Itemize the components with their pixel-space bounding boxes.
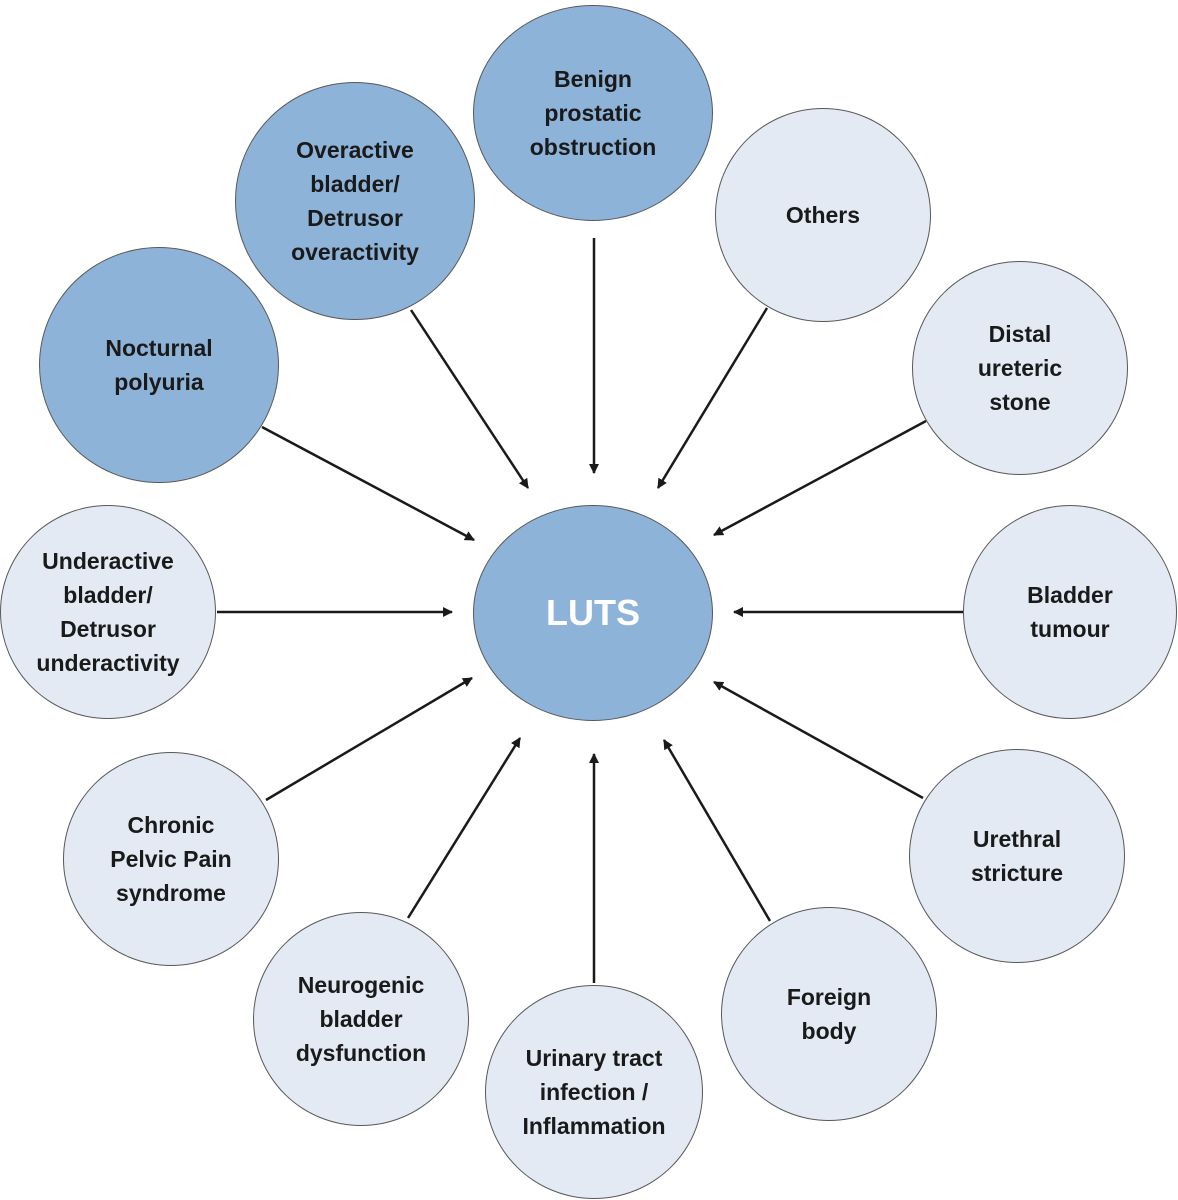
arrow-from-nocturnal-polyuria bbox=[261, 425, 475, 542]
arrow-from-chronic-pelvic-pain-syndrome bbox=[265, 676, 473, 802]
node-bladder-tumour: Bladder tumour bbox=[963, 505, 1177, 719]
node-label: Neurogenic bladder dysfunction bbox=[295, 972, 427, 1066]
node-urinary-tract-infection: Urinary tract infection / Inflammation bbox=[485, 985, 703, 1199]
arrow-from-overactive-bladder bbox=[409, 309, 530, 489]
node-overactive-bladder: Overactive bladder/ Detrusor overactivit… bbox=[235, 82, 475, 320]
center-node-luts: LUTS bbox=[473, 505, 713, 721]
node-underactive-bladder: Underactive bladder/ Detrusor underactiv… bbox=[0, 505, 216, 719]
node-label: Bladder tumour bbox=[1027, 582, 1113, 642]
node-label: Urethral stricture bbox=[970, 826, 1064, 886]
node-label: Chronic Pelvic Pain syndrome bbox=[110, 812, 232, 906]
arrow-from-urethral-stricture bbox=[713, 680, 924, 800]
node-label: Urinary tract infection / Inflammation bbox=[522, 1045, 666, 1139]
arrow-from-foreign-body bbox=[662, 739, 772, 922]
node-neurogenic-bladder-dysfunction: Neurogenic bladder dysfunction bbox=[253, 912, 469, 1126]
arrow-from-neurogenic-bladder-dysfunction bbox=[406, 737, 522, 919]
node-foreign-body: Foreign body bbox=[721, 907, 937, 1121]
node-benign-prostatic-obstruction: Benign prostatic obstruction bbox=[473, 5, 713, 221]
node-label: Others bbox=[785, 202, 861, 228]
node-label: Foreign body bbox=[786, 984, 872, 1044]
arrow-from-distal-ureteric-stone bbox=[713, 419, 927, 537]
node-chronic-pelvic-pain-syndrome: Chronic Pelvic Pain syndrome bbox=[63, 752, 279, 966]
node-label: Benign prostatic obstruction bbox=[529, 66, 657, 160]
center-node-label: LUTS bbox=[546, 592, 640, 633]
node-label: Underactive bladder/ Detrusor underactiv… bbox=[36, 548, 180, 676]
node-nocturnal-polyuria: Nocturnal polyuria bbox=[39, 247, 279, 483]
node-label: Nocturnal polyuria bbox=[105, 335, 213, 395]
node-distal-ureteric-stone: Distal ureteric stone bbox=[912, 261, 1128, 475]
node-urethral-stricture: Urethral stricture bbox=[909, 749, 1125, 963]
node-label: Distal ureteric stone bbox=[977, 321, 1063, 415]
arrow-from-others bbox=[656, 307, 769, 489]
node-label: Overactive bladder/ Detrusor overactivit… bbox=[291, 137, 419, 265]
node-others: Others bbox=[715, 108, 931, 322]
